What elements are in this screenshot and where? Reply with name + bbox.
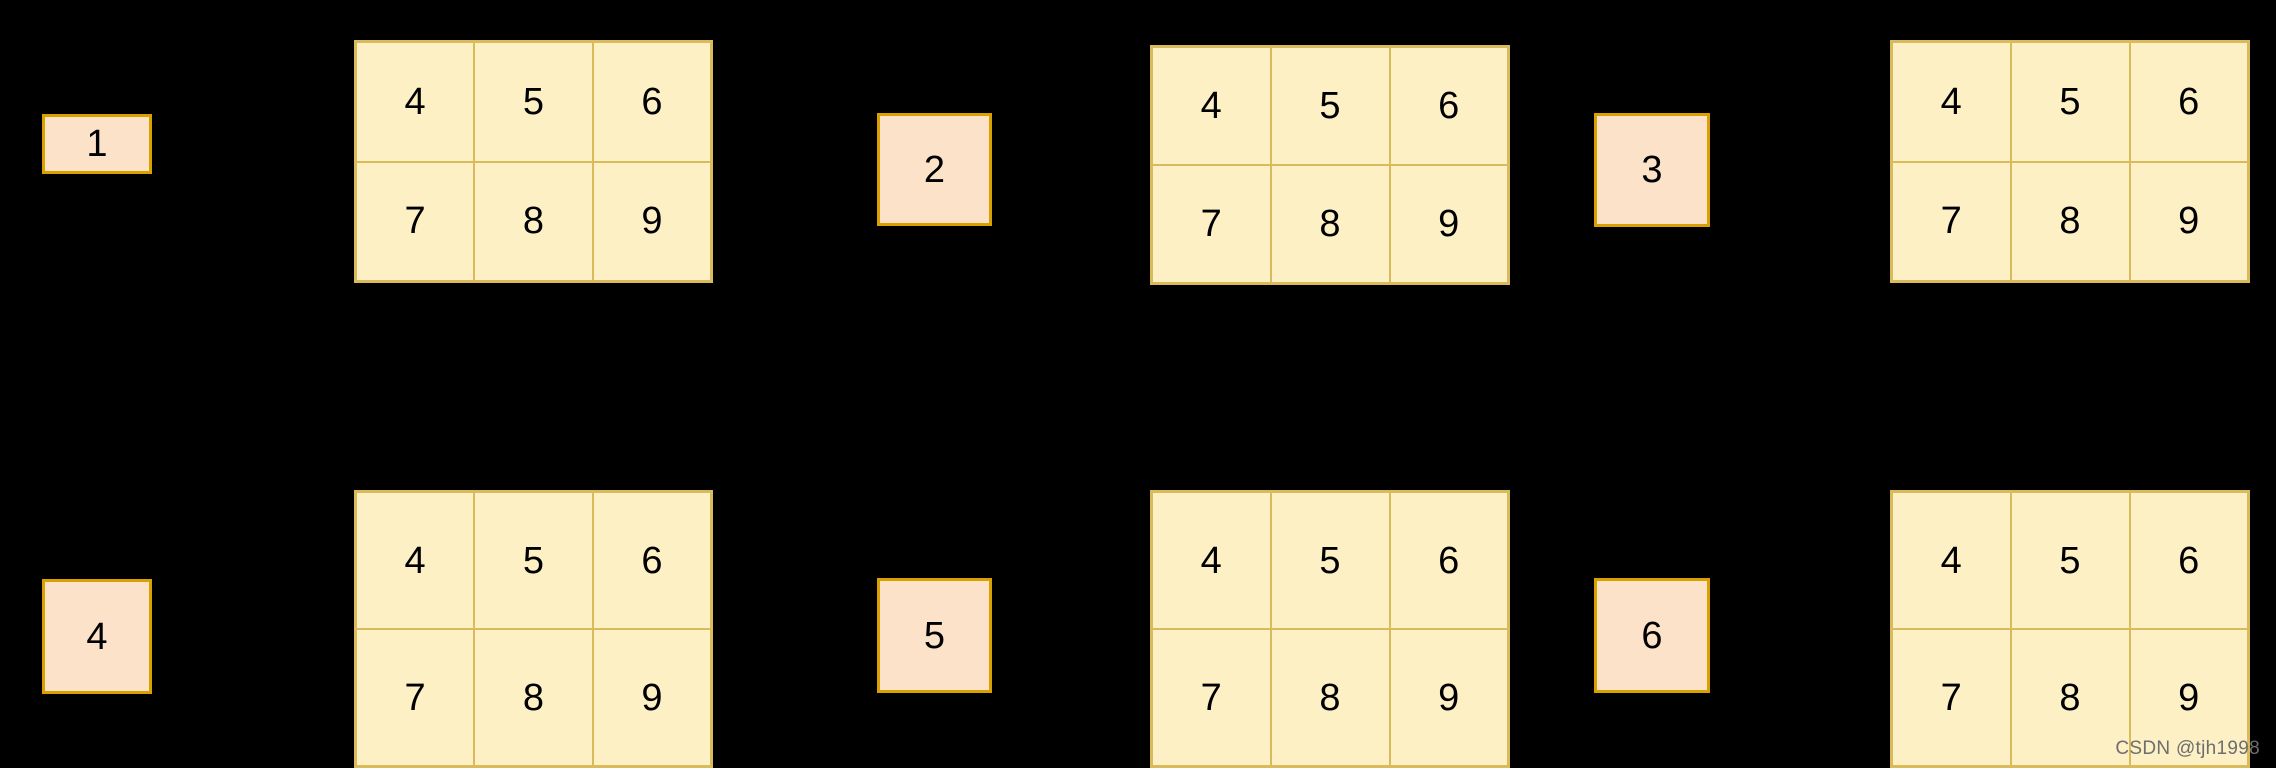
matrix-cell: 9 (591, 628, 713, 768)
matrix-cell: 5 (1269, 45, 1391, 166)
matrix-cell: 7 (1150, 628, 1272, 768)
matrix-cell: 7 (1890, 160, 2012, 283)
matrix-cell: 6 (1388, 45, 1510, 166)
scalar-box-1: 1 (42, 114, 152, 174)
matrix-cell: 7 (354, 628, 476, 768)
matrix-cell: 6 (591, 490, 713, 630)
matrix-cell: 4 (354, 40, 476, 163)
matrix-cell: 8 (473, 160, 594, 283)
scalar-box-3: 3 (1594, 113, 1710, 227)
matrix-cell: 9 (2128, 628, 2250, 768)
matrix-cell: 6 (2128, 40, 2250, 163)
matrix-cell: 6 (2128, 490, 2250, 630)
matrix-cell: 9 (1388, 164, 1510, 285)
matrix-cell: 5 (473, 40, 594, 163)
scalar-box-2: 2 (877, 113, 992, 226)
matrix-cell: 9 (591, 160, 713, 283)
matrix-cell: 4 (354, 490, 476, 630)
matrix-cell: 8 (2009, 160, 2131, 283)
matrix-cell: 6 (591, 40, 713, 163)
matrix-cell: 8 (473, 628, 594, 768)
matrix-cell: 5 (2009, 40, 2131, 163)
scalar-box-4: 4 (42, 579, 152, 694)
matrix-cell: 9 (2128, 160, 2250, 283)
matrix-cell: 9 (1388, 628, 1510, 768)
matrix-cell: 5 (2009, 490, 2131, 630)
matrix-cell: 6 (1388, 490, 1510, 630)
matrix-cell: 4 (1890, 40, 2012, 163)
matrix-cell: 5 (473, 490, 594, 630)
matrix-cell: 8 (1269, 164, 1391, 285)
matrix-cell: 4 (1890, 490, 2012, 630)
matrix-cell: 7 (1890, 628, 2012, 768)
matrix-cell: 8 (2009, 628, 2131, 768)
scalar-box-5: 5 (877, 578, 992, 693)
scalar-box-6: 6 (1594, 578, 1710, 693)
watermark: CSDN @tjh1998 (2115, 738, 2260, 759)
matrix-cell: 5 (1269, 490, 1391, 630)
matrix-cell: 4 (1150, 490, 1272, 630)
matrix-cell: 4 (1150, 45, 1272, 166)
matrix-cell: 7 (1150, 164, 1272, 285)
matrix-cell: 7 (354, 160, 476, 283)
matrix-cell: 8 (1269, 628, 1391, 768)
